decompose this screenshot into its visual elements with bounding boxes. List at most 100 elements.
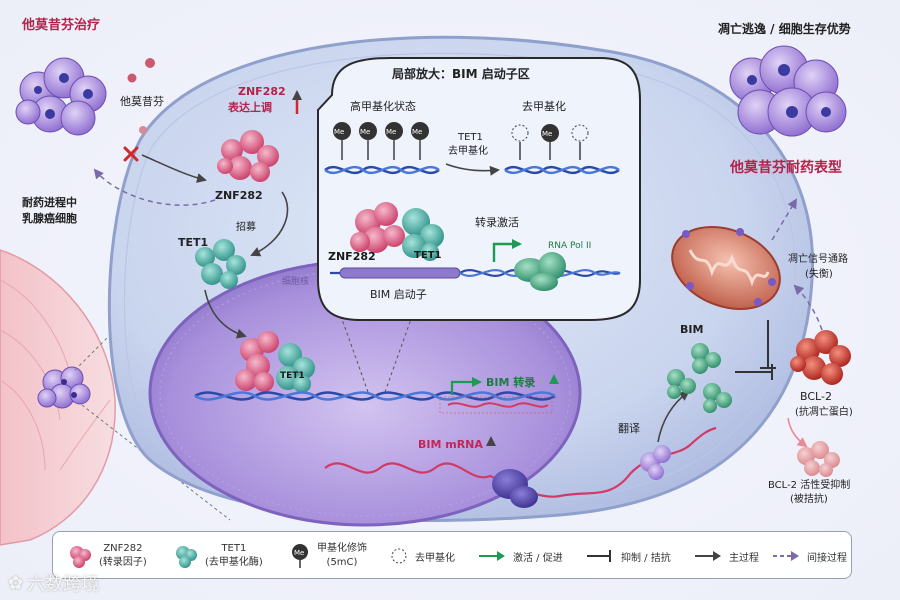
inhibit-bcl2-bar — [735, 364, 773, 380]
indirect-arrow-bcl2 — [793, 284, 823, 331]
nuclear-pores — [159, 269, 571, 517]
legend: ZNF282 (转录因子) TET1 (去甲基化酶) Me 甲基化修饰 (5mC) 去… — [52, 531, 852, 579]
nucleus-label: 细胞核 — [282, 275, 309, 287]
ribosome-2 — [640, 445, 671, 480]
resistance-label-2: 乳腺癌细胞 — [22, 211, 77, 225]
inhibit-legend-icon — [587, 550, 611, 562]
legend-methyl: Me 甲基化修饰 (5mC) — [289, 532, 367, 580]
inset-promoter-panel — [317, 57, 641, 321]
legend-indirect-text: 间接过程 — [807, 552, 847, 564]
rna-pol-label: RNA Pol II — [548, 241, 591, 251]
legend-znf282-desc: (转录因子) — [99, 557, 147, 568]
legend-inhibit-text: 抑制 / 拮抗 — [621, 552, 671, 564]
arrow-into-nucleus — [204, 289, 247, 339]
inset-complex — [350, 202, 444, 261]
legend-me-text: Me — [294, 549, 304, 557]
znf282-up-label-1: ZNF282 — [238, 85, 286, 98]
legend-activate: 激活 / 促进 — [477, 532, 563, 580]
dna-demethylated — [504, 165, 620, 175]
zoom-guide-lower — [81, 404, 231, 521]
ribosome — [492, 469, 538, 508]
cell-inner-membrane — [123, 52, 796, 506]
inset-title: 局部放大：BIM 启动子区 — [392, 66, 530, 81]
methyl-label-2: Me — [360, 128, 370, 136]
bcl2-inhibited-label: BCL-2 活性受抑制 — [768, 478, 850, 491]
nascent-rna — [447, 402, 549, 408]
bim-promoter-label: BIM 启动子 — [370, 288, 427, 301]
znf282-protein — [217, 130, 279, 182]
tet1-demethyl-label-1: TET1 — [457, 132, 483, 143]
transcript-strand — [439, 396, 553, 414]
resistant-phenotype-label: 他莫昔芬耐药表型 — [729, 159, 842, 176]
inset-tet1-label: TET1 — [414, 250, 441, 261]
inset-guide-left — [337, 307, 369, 393]
legend-indirect: 间接过程 — [771, 532, 847, 580]
tet1-legend-icon — [176, 546, 197, 568]
legend-znf282: ZNF282 (转录因子) — [67, 532, 147, 580]
dna-helix — [194, 391, 556, 401]
methyl-groups-right — [511, 124, 589, 160]
bim-transcription-label: BIM 转录 — [486, 375, 535, 389]
bcl2-inhibited-protein — [797, 441, 840, 477]
transcription-activation-label: 转录激活 — [475, 215, 519, 229]
legend-tet1: TET1 (去甲基化酶) — [173, 532, 263, 580]
znf282-legend-icon — [70, 546, 91, 568]
znf282-tet1-complex-nucleus — [235, 331, 315, 393]
therapy-title: 他莫昔芬治疗 — [21, 17, 100, 33]
bcl2-inhibited-sublabel: (被拮抗) — [790, 492, 828, 505]
legend-inhibit: 抑制 / 拮抗 — [585, 532, 671, 580]
resistance-label-1: 耐药进程中 — [22, 195, 77, 209]
tumor-in-breast — [37, 366, 91, 409]
tamoxifen-label: 他莫昔芬 — [120, 95, 164, 108]
bim-proteins — [667, 343, 732, 413]
bcl2-protein — [790, 330, 851, 385]
bcl2-label: BCL-2 — [800, 390, 832, 403]
tet1-protein — [195, 239, 246, 289]
mitochondrion — [671, 225, 781, 311]
hypermethylation-label: 高甲基化状态 — [350, 99, 416, 113]
watermark: ✿ 六数跨境 — [8, 570, 99, 596]
tet1-demethyl-label-2: 去甲基化 — [448, 144, 488, 157]
legend-tet1-desc: (去甲基化酶) — [205, 557, 263, 568]
dna-methylated — [324, 165, 440, 175]
indirect-legend-icon — [773, 551, 799, 561]
bim-label: BIM — [680, 323, 703, 336]
main-legend-icon — [695, 551, 721, 561]
legend-methyl-name: 甲基化修饰 — [317, 543, 367, 554]
transcription-arrow — [450, 377, 482, 395]
activate-legend-icon — [479, 551, 505, 561]
apoptosis-escape-title: 凋亡逃逸 / 细胞生存优势 — [718, 21, 851, 36]
arrow-to-znf282 — [141, 154, 207, 183]
arrow-bcl2-inhibited — [787, 417, 808, 448]
methyl-legend-icon: Me — [292, 544, 308, 568]
tet1-nucleus-label: TET1 — [280, 371, 305, 381]
indirect-arrow-phenotype — [771, 198, 798, 241]
methyl-label-5: Me — [542, 130, 552, 138]
demethyl-legend-icon — [391, 548, 407, 564]
demethylation-label: 去甲基化 — [522, 99, 566, 113]
arrow-recruit — [250, 191, 289, 257]
bcl2-sublabel: (抗凋亡蛋白) — [795, 405, 853, 418]
methyl-label-3: Me — [386, 128, 396, 136]
legend-main: 主过程 — [693, 532, 759, 580]
znf282-label: ZNF282 — [215, 189, 263, 202]
rna-polymerase — [514, 252, 566, 291]
legend-tet1-name: TET1 — [221, 543, 247, 554]
tumor-cluster-treated — [15, 57, 107, 136]
legend-demethyl-text: 去甲基化 — [415, 552, 455, 564]
apoptosis-path-label-2: (失衡) — [805, 267, 833, 280]
translate-label: 翻译 — [618, 421, 640, 435]
legend-znf282-name: ZNF282 — [103, 543, 143, 554]
legend-main-text: 主过程 — [729, 552, 759, 564]
watermark-text: 六数跨境 — [27, 574, 100, 595]
activation-arrow — [492, 239, 522, 262]
methyl-label-1: Me — [334, 128, 344, 136]
watermark-logo-icon: ✿ — [8, 572, 24, 594]
indirect-arrow-resistance — [93, 168, 216, 206]
arrow-demethylation — [445, 163, 500, 176]
bim-mrna-label: BIM mRNA — [418, 438, 483, 451]
legend-methyl-desc: (5mC) — [326, 557, 358, 568]
inset-znf282-label: ZNF282 — [328, 250, 376, 263]
tamoxifen-molecules-icon — [127, 58, 155, 134]
